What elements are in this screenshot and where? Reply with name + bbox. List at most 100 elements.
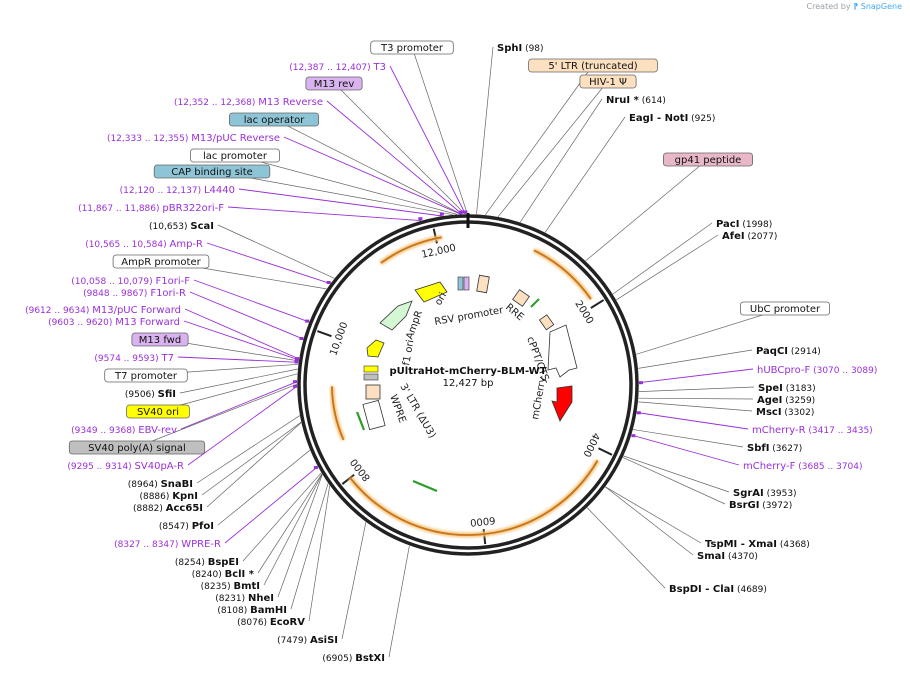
label-agei[interactable]: AgeI (3259) bbox=[757, 395, 815, 406]
label-mcherry-f[interactable]: mCherry-F (3685 .. 3704) bbox=[743, 461, 863, 472]
feature-box bbox=[68, 440, 206, 455]
label-acc65i[interactable]: (8882) Acc65I bbox=[133, 503, 203, 514]
label-sv40ori[interactable]: SV40 ori bbox=[126, 404, 190, 419]
label-bmti[interactable]: (8235) BmtI bbox=[201, 581, 260, 592]
label-m13fwd[interactable]: M13 fwd bbox=[131, 332, 189, 347]
leader-line bbox=[497, 80, 609, 217]
label-bamhi[interactable]: (8108) BamHI bbox=[217, 605, 287, 616]
cppt-feature[interactable] bbox=[538, 314, 555, 331]
label-smai[interactable]: SmaI (4370) bbox=[697, 551, 758, 562]
label-m13puc-fwd[interactable]: (9612 .. 9634) M13/pUC Forward bbox=[25, 305, 181, 316]
label-f1ori-r[interactable]: (9848 .. 9867) F1ori-R bbox=[83, 288, 186, 299]
feature-box-label: SV40 poly(A) signal bbox=[88, 443, 186, 454]
label-l4440[interactable]: (12,120 .. 12,137) L4440 bbox=[120, 185, 235, 196]
rre-feature[interactable] bbox=[512, 289, 530, 307]
enzyme-label: SpeI (3183) bbox=[758, 383, 816, 394]
label-lac-promoter[interactable]: lac promoter bbox=[189, 148, 280, 163]
ubc-feature[interactable] bbox=[547, 324, 578, 378]
label-nhei[interactable]: (8231) NheI bbox=[215, 593, 274, 604]
label-sbfi[interactable]: SbfI (3627) bbox=[747, 443, 802, 454]
leader-line bbox=[485, 64, 594, 216]
label-sv40polya[interactable]: SV40 poly(A) signal bbox=[68, 440, 206, 455]
label-bspei[interactable]: (8254) BspEI bbox=[175, 557, 239, 568]
label-snabi[interactable]: (8964) SnaBI bbox=[128, 479, 193, 490]
wpre-feature[interactable] bbox=[362, 399, 386, 431]
label-paci[interactable]: PacI (1998) bbox=[716, 219, 772, 230]
label-wpre-r[interactable]: (8327 .. 8347) WPRE-R bbox=[114, 539, 221, 550]
primer-site-mark bbox=[313, 466, 318, 469]
label-pfoi[interactable]: (8547) PfoI bbox=[159, 521, 214, 532]
label-ubc-promoter[interactable]: UbC promoter bbox=[740, 301, 831, 316]
primer-label: (12,333 .. 12,355) M13/pUC Reverse bbox=[107, 133, 280, 144]
orf-arc-upper-right[interactable] bbox=[532, 248, 593, 301]
label-m13reverse[interactable]: (12,352 .. 12,368) M13 Reverse bbox=[174, 97, 323, 108]
label-mcherry-r[interactable]: mCherry-R (3417 .. 3435) bbox=[752, 425, 873, 436]
enzyme-label: (8108) BamHI bbox=[217, 605, 287, 616]
tick-label: 10,000 bbox=[328, 321, 350, 358]
feature-box-label: T3 promoter bbox=[380, 43, 444, 54]
mcherry-feature[interactable] bbox=[551, 385, 573, 422]
label-bcli[interactable]: (8240) BclI * bbox=[192, 569, 255, 580]
ltr3-feature[interactable] bbox=[365, 384, 381, 400]
label-bstxi[interactable]: (6905) BstXI bbox=[322, 653, 385, 664]
orf-arc-bottom-core bbox=[349, 460, 599, 536]
label-msci[interactable]: MscI (3302) bbox=[756, 407, 814, 418]
plasmid-name: pUltraHot-mCherry-BLM-WT bbox=[389, 366, 546, 377]
f1ori-feature[interactable] bbox=[366, 339, 385, 358]
leader-line bbox=[308, 485, 331, 622]
label-afei[interactable]: AfeI (2077) bbox=[722, 231, 777, 242]
label-paqci[interactable]: PaqCI (2914) bbox=[756, 346, 821, 357]
label-m13puc-reverse[interactable]: (12,333 .. 12,355) M13/pUC Reverse bbox=[107, 133, 280, 144]
label-bsrgi[interactable]: BsrGI (3972) bbox=[729, 500, 792, 511]
label-spei[interactable]: SpeI (3183) bbox=[758, 383, 816, 394]
leader-line bbox=[585, 158, 709, 262]
label-hubcpro-f[interactable]: hUBCpro-F (3070 .. 3089) bbox=[757, 365, 877, 376]
label-sv40pa-r[interactable]: (9295 .. 9314) SV40pA-R bbox=[67, 461, 184, 472]
label-ltr5[interactable]: 5' LTR (truncated) bbox=[528, 58, 658, 73]
orf-arc-left[interactable] bbox=[329, 386, 346, 441]
label-nrui[interactable]: NruI * (614) bbox=[606, 95, 666, 106]
label-bspdi[interactable]: BspDI - ClaI (4689) bbox=[669, 584, 767, 595]
leader-line bbox=[616, 234, 719, 301]
enzyme-label: (8240) BclI * bbox=[192, 569, 255, 580]
green-arrow-bottom bbox=[412, 479, 438, 493]
label-f1ori-f[interactable]: (10,058 .. 10,079) F1ori-F bbox=[71, 276, 190, 287]
label-gp41[interactable]: gp41 peptide bbox=[663, 152, 754, 167]
label-scai[interactable]: (10,653) ScaI bbox=[149, 221, 214, 232]
label-sphi[interactable]: SphI (98) bbox=[497, 43, 544, 54]
label-t3[interactable]: (12,387 .. 12,407) T3 bbox=[289, 62, 386, 73]
primer-label: (11,867 .. 11,886) pBR322ori-F bbox=[78, 203, 224, 214]
label-ecorv[interactable]: (8076) EcoRV bbox=[237, 617, 305, 628]
label-hiv-psi[interactable]: HIV-1 Ψ bbox=[579, 74, 637, 89]
label-ampr-primer[interactable]: (10,565 .. 10,584) Amp-R bbox=[85, 239, 203, 250]
primer-site-mark bbox=[636, 411, 641, 415]
leader-line bbox=[189, 291, 304, 340]
label-asisi[interactable]: (7479) AsiSI bbox=[277, 635, 338, 646]
label-cap[interactable]: CAP binding site bbox=[153, 164, 271, 179]
label-pbr322[interactable]: (11,867 .. 11,886) pBR322ori-F bbox=[78, 203, 224, 214]
label-ebv-rev[interactable]: (9349 .. 9368) EBV-rev bbox=[71, 425, 177, 436]
label-kpni[interactable]: (8886) KpnI bbox=[139, 491, 198, 502]
label-ampr-promoter[interactable]: AmpR promoter bbox=[112, 254, 210, 269]
primer-site-mark bbox=[299, 337, 304, 340]
label-sgrai[interactable]: SgrAI (3953) bbox=[733, 488, 797, 499]
leader-line bbox=[217, 224, 335, 279]
label-t7-promoter[interactable]: T7 promoter bbox=[104, 368, 188, 383]
rsv-feature[interactable] bbox=[476, 274, 490, 294]
label-tspmi[interactable]: TspMI - XmaI (4368) bbox=[705, 539, 810, 550]
label-t3-promoter[interactable]: T3 promoter bbox=[370, 40, 454, 55]
primer-label: (9574 .. 9593) T7 bbox=[94, 353, 174, 364]
feature-box-label: lac promoter bbox=[203, 151, 268, 162]
label-t7[interactable]: (9574 .. 9593) T7 bbox=[94, 353, 174, 364]
label-m13rev[interactable]: M13 rev bbox=[305, 76, 363, 91]
label-lac-operator[interactable]: lac operator bbox=[228, 112, 319, 127]
leader-line bbox=[180, 381, 298, 430]
ampr-feature[interactable] bbox=[379, 300, 413, 331]
label-m13forward[interactable]: (9603 .. 9620) M13 Forward bbox=[48, 317, 180, 328]
label-eagi[interactable]: EagI - NotI (925) bbox=[629, 113, 715, 124]
feature-box-label: T7 promoter bbox=[114, 371, 178, 382]
ori-feature[interactable] bbox=[414, 281, 448, 303]
credit-prefix: Created by bbox=[806, 2, 851, 11]
primer-label: (9603 .. 9620) M13 Forward bbox=[48, 317, 180, 328]
label-sfii[interactable]: (9506) SfiI bbox=[125, 389, 176, 400]
